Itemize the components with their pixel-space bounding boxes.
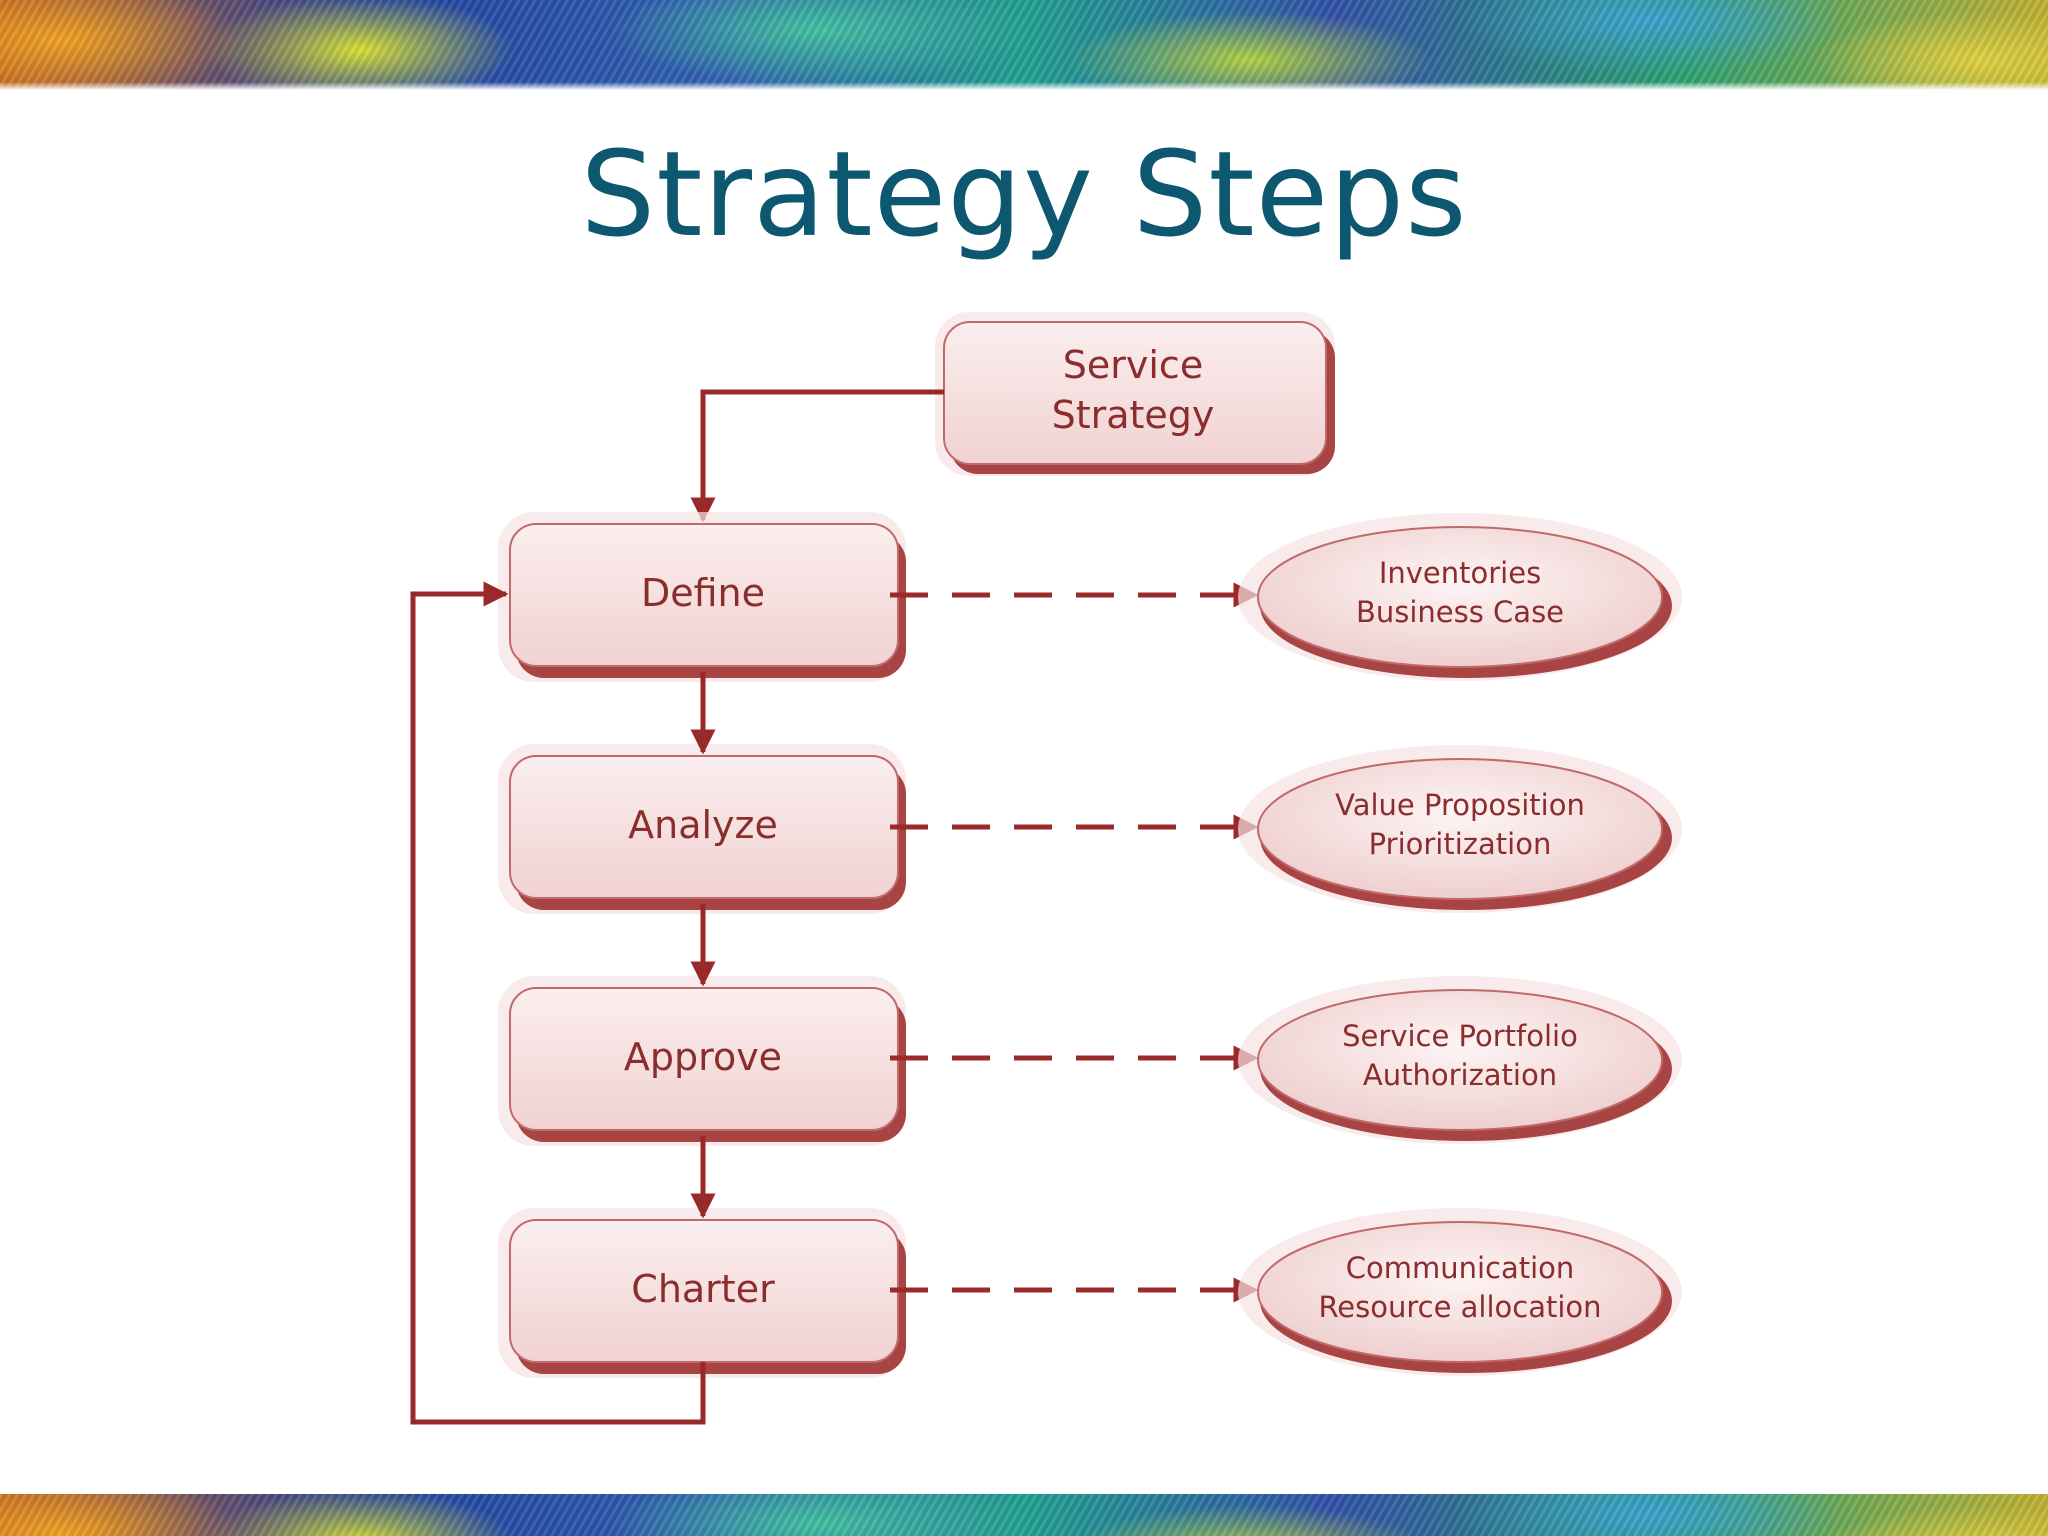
connector-strategy-to-define	[690, 389, 944, 523]
step-box-charter: Charter	[498, 1208, 906, 1378]
top-decorative-band	[0, 0, 2048, 90]
step-box-analyze: Analyze	[498, 744, 906, 914]
output-oval-define: Inventories Business Case	[1238, 513, 1682, 681]
step-label-approve: Approve	[624, 1035, 782, 1079]
bottom-decorative-band	[0, 1494, 2048, 1536]
output-define-line1: Inventories	[1379, 556, 1541, 590]
output-approve-line1: Service Portfolio	[1342, 1019, 1578, 1053]
output-analyze-line2: Prioritization	[1369, 827, 1552, 861]
step-label-analyze: Analyze	[628, 803, 778, 847]
output-analyze-line1: Value Proposition	[1335, 788, 1585, 822]
output-oval-charter: Communication Resource allocation	[1238, 1208, 1682, 1376]
step-box-define: Define	[498, 512, 906, 682]
output-oval-approve: Service Portfolio Authorization	[1238, 976, 1682, 1144]
step-label-define: Define	[641, 571, 765, 615]
output-approve-line2: Authorization	[1363, 1058, 1557, 1092]
step-label-charter: Charter	[631, 1267, 775, 1311]
output-charter-line2: Resource allocation	[1318, 1290, 1601, 1324]
step-box-approve: Approve	[498, 976, 906, 1146]
service-strategy-box: Service Strategy	[935, 312, 1335, 476]
output-charter-line1: Communication	[1346, 1251, 1575, 1285]
feedback-loop-connector	[410, 581, 706, 1425]
service-strategy-line2: Strategy	[1052, 393, 1215, 437]
slide-title: Strategy Steps	[580, 125, 1468, 263]
service-strategy-line1: Service	[1063, 343, 1203, 387]
output-oval-analyze: Value Proposition Prioritization	[1238, 745, 1682, 913]
output-define-line2: Business Case	[1356, 595, 1564, 629]
